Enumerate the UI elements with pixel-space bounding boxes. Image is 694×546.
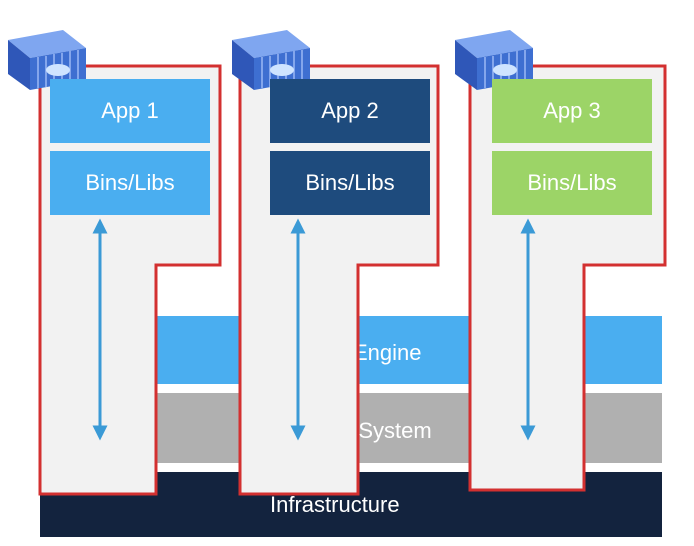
app-3-label: App 3 <box>543 98 601 123</box>
bins-libs-1-box: Bins/Libs <box>50 151 210 215</box>
app-2-box: App 2 <box>270 79 430 143</box>
bins-libs-1-label: Bins/Libs <box>85 170 175 195</box>
bins-libs-3-label: Bins/Libs <box>527 170 617 195</box>
infrastructure-label: Infrastructure <box>270 492 400 517</box>
docker-engine-label: Engine <box>353 340 422 365</box>
bins-libs-2-box: Bins/Libs <box>270 151 430 215</box>
app-2-label: App 2 <box>321 98 379 123</box>
bins-libs-3-box: Bins/Libs <box>492 151 652 215</box>
app-1-box: App 1 <box>50 79 210 143</box>
bins-libs-2-label: Bins/Libs <box>305 170 395 195</box>
app-1-label: App 1 <box>101 98 159 123</box>
app-3-box: App 3 <box>492 79 652 143</box>
